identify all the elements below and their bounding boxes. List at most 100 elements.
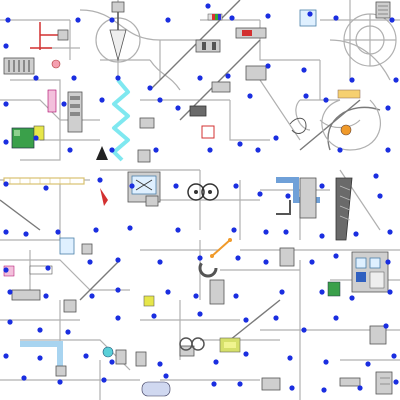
network-node bbox=[151, 313, 157, 319]
network-node bbox=[319, 233, 325, 239]
network-node bbox=[33, 75, 39, 81]
network-node bbox=[247, 93, 253, 99]
conveyor-icon bbox=[3, 177, 85, 185]
network-node bbox=[273, 315, 279, 321]
network-node bbox=[109, 147, 115, 153]
network-node bbox=[163, 373, 169, 379]
network-node bbox=[165, 289, 171, 295]
network-node bbox=[3, 101, 9, 107]
network-node bbox=[387, 289, 393, 295]
network-node bbox=[55, 229, 61, 235]
equipment-boxes bbox=[3, 1, 391, 397]
connection-nodes bbox=[3, 3, 399, 393]
network-node bbox=[287, 355, 293, 361]
network-node bbox=[205, 3, 211, 9]
network-node bbox=[207, 147, 213, 153]
network-node bbox=[83, 353, 89, 359]
network-node bbox=[197, 75, 203, 81]
gear-pair-icon bbox=[187, 183, 219, 201]
control-console-icon bbox=[127, 171, 161, 207]
network-node bbox=[37, 327, 43, 333]
robot-arm-icon bbox=[276, 177, 353, 241]
network-node bbox=[279, 289, 285, 295]
network-node bbox=[391, 353, 397, 359]
network-node bbox=[147, 85, 153, 91]
network-node bbox=[7, 319, 13, 325]
network-node bbox=[233, 183, 239, 189]
network-node bbox=[61, 101, 67, 107]
network-node bbox=[257, 191, 263, 197]
network-node bbox=[157, 361, 163, 367]
network-node bbox=[323, 97, 329, 103]
network-node bbox=[109, 359, 115, 365]
network-node bbox=[109, 17, 115, 23]
network-node bbox=[337, 147, 343, 153]
radar-icon bbox=[96, 146, 108, 206]
network-node bbox=[309, 259, 315, 265]
network-node bbox=[333, 15, 339, 21]
network-node bbox=[33, 135, 39, 141]
network-node bbox=[319, 289, 325, 295]
network-node bbox=[301, 67, 307, 73]
control-panel-icon bbox=[47, 89, 83, 133]
network-node bbox=[377, 193, 383, 199]
network-node bbox=[157, 97, 163, 103]
network-node bbox=[393, 379, 399, 385]
network-node bbox=[67, 147, 73, 153]
network-node bbox=[273, 135, 279, 141]
network-node bbox=[211, 381, 217, 387]
network-node bbox=[263, 259, 269, 265]
valve-icon bbox=[30, 22, 69, 69]
network-node bbox=[197, 311, 203, 317]
network-node bbox=[43, 185, 49, 191]
network-node bbox=[385, 147, 391, 153]
cyan-conduit bbox=[112, 78, 130, 162]
network-node bbox=[127, 225, 133, 231]
network-node bbox=[175, 105, 181, 111]
network-node bbox=[197, 255, 203, 261]
network-node bbox=[333, 315, 339, 321]
network-node bbox=[3, 181, 9, 187]
pump-machine-icon bbox=[11, 125, 45, 149]
network-node bbox=[319, 183, 325, 189]
network-node bbox=[93, 227, 99, 233]
network-node bbox=[385, 105, 391, 111]
network-node bbox=[3, 353, 9, 359]
antenna-tower-icon bbox=[109, 1, 127, 62]
network-node bbox=[153, 147, 159, 153]
network-node bbox=[115, 315, 121, 321]
network-node bbox=[349, 77, 355, 83]
lever-icon bbox=[210, 238, 232, 258]
network-node bbox=[65, 329, 71, 335]
network-node bbox=[7, 289, 13, 295]
network-node bbox=[193, 293, 199, 299]
network-node bbox=[243, 317, 249, 323]
network-node bbox=[233, 293, 239, 299]
network-node bbox=[165, 17, 171, 23]
network-node bbox=[225, 73, 231, 79]
network-node bbox=[115, 287, 121, 293]
network-node bbox=[301, 327, 307, 333]
network-node bbox=[43, 293, 49, 299]
network-node bbox=[37, 355, 43, 361]
network-node bbox=[129, 183, 135, 189]
cabinet-icon bbox=[327, 251, 389, 297]
network-node bbox=[87, 259, 93, 265]
network-node bbox=[115, 257, 121, 263]
network-node bbox=[5, 17, 11, 23]
network-node bbox=[383, 323, 389, 329]
network-node bbox=[353, 231, 359, 237]
network-node bbox=[115, 75, 121, 81]
network-node bbox=[23, 231, 29, 237]
network-node bbox=[157, 259, 163, 265]
warning-sign-icon bbox=[143, 295, 241, 353]
network-node bbox=[3, 229, 9, 235]
network-node bbox=[3, 43, 9, 49]
network-node bbox=[285, 193, 291, 199]
network-node bbox=[323, 359, 329, 365]
network-node bbox=[237, 381, 243, 387]
radiator-icon bbox=[3, 57, 35, 75]
network-node bbox=[365, 361, 371, 367]
